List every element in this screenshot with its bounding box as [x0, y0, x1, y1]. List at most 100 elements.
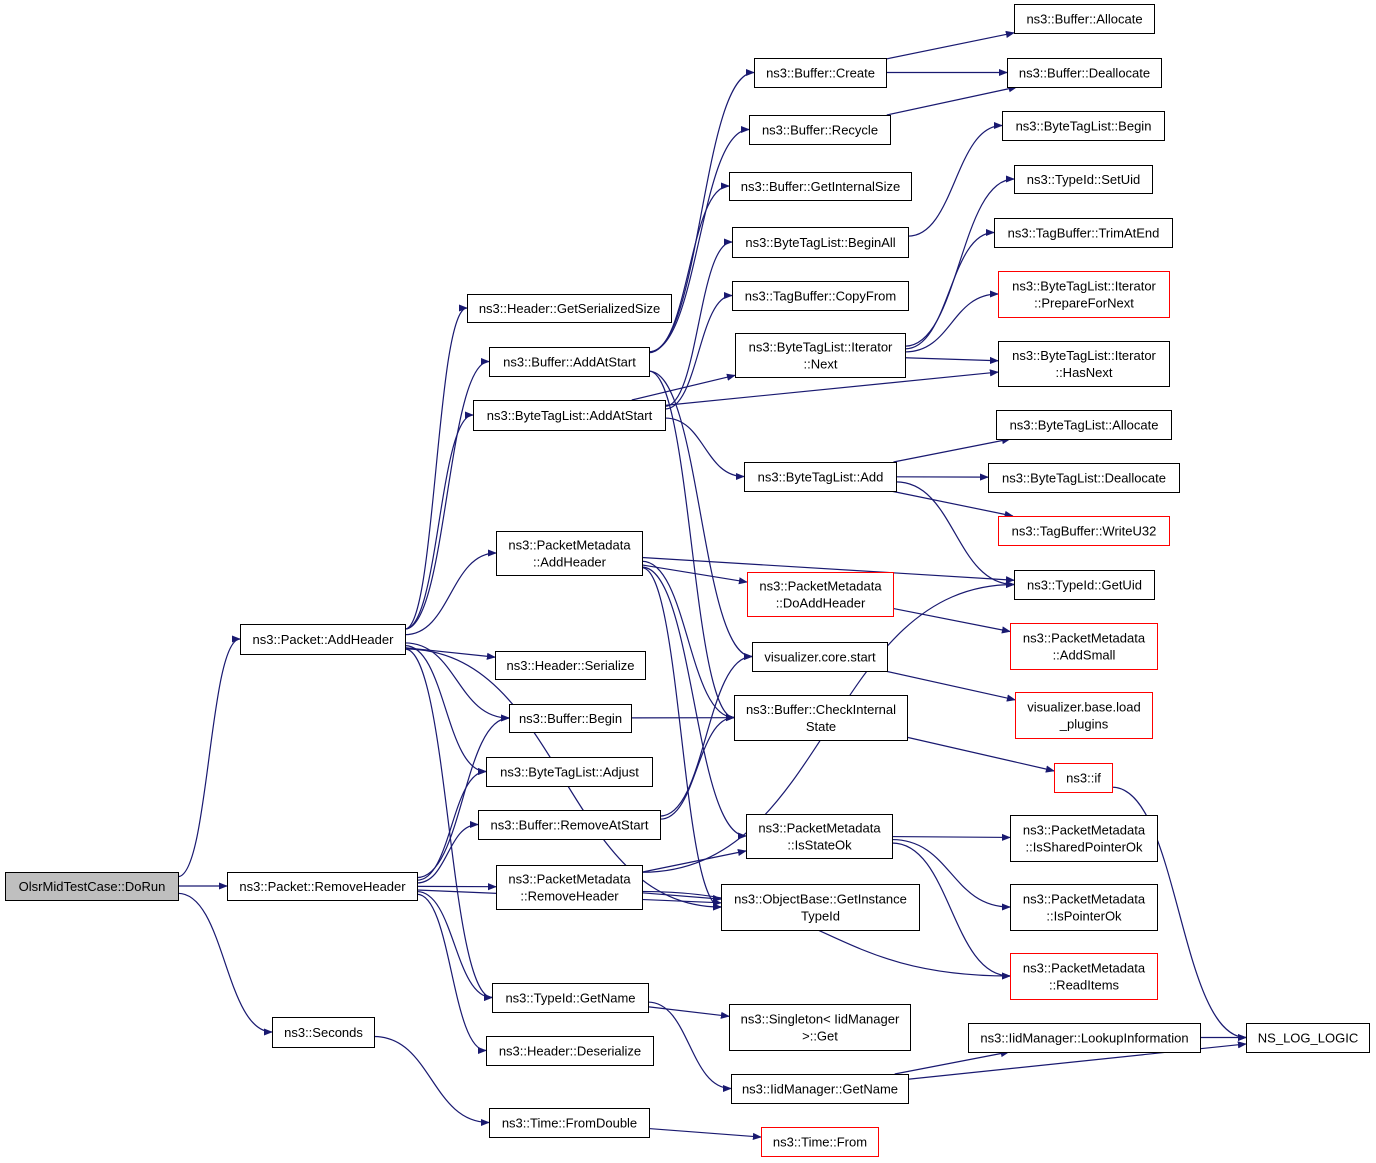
call-edge-pkt_removeheader-to-btl_adjust [416, 767, 487, 881]
node-box [227, 872, 418, 901]
function-node-buf-getinternalsize[interactable]: ns3::Buffer::GetInternalSize [729, 172, 912, 201]
node-box [489, 1108, 650, 1138]
call-edge-seconds-to-time_fromdouble [373, 1035, 490, 1127]
function-node-typeid-setuid[interactable]: ns3::TypeId::SetUid [1014, 165, 1153, 194]
function-node-pm-isstateok[interactable]: ns3::PacketMetadata::IsStateOk [746, 814, 893, 859]
function-node-buf-create[interactable]: ns3::Buffer::Create [754, 58, 887, 88]
function-node-buf-deallocate[interactable]: ns3::Buffer::Deallocate [1007, 58, 1162, 88]
call-edge-buf_addatstart-to-viz_core_start [648, 370, 753, 661]
call-edge-buf_removeatstart-to-buf_checkinternal [659, 713, 735, 820]
function-node-pm-addsmall[interactable]: ns3::PacketMetadata::AddSmall [1010, 623, 1158, 670]
call-edge-btl_it_next-to-tb_trimatend [904, 228, 995, 350]
function-node-btl-deallocate[interactable]: ns3::ByteTagList::Deallocate [988, 463, 1180, 493]
node-label: ns3::TypeId::GetUid [1027, 578, 1142, 593]
function-node-hdr-getsersize[interactable]: ns3::Header::GetSerializedSize [467, 294, 672, 323]
function-node-buf-recycle[interactable]: ns3::Buffer::Recycle [749, 115, 891, 145]
node-label: ::HasNext [1055, 365, 1112, 380]
node-label: ns3::ByteTagList::BeginAll [745, 235, 895, 250]
call-edge-btl_addatstart-to-btl_beginall [664, 238, 733, 407]
function-node-tb-writeu32[interactable]: ns3::TagBuffer::WriteU32 [998, 516, 1170, 546]
node-label: ns3::Buffer::RemoveAtStart [491, 818, 649, 833]
node-label: State [806, 719, 836, 734]
function-node-typeid-getname[interactable]: ns3::TypeId::GetName [492, 983, 649, 1013]
function-node-btl-it-hasnext[interactable]: ns3::ByteTagList::Iterator::HasNext [998, 341, 1170, 387]
function-node-hdr-deserialize[interactable]: ns3::Header::Deserialize [486, 1036, 654, 1066]
function-node-btl-adjust[interactable]: ns3::ByteTagList::Adjust [486, 757, 653, 787]
node-box [1007, 58, 1162, 88]
call-edge-viz_core_start-to-viz_base_load [884, 670, 1016, 702]
function-node-pkt-removeheader[interactable]: ns3::Packet::RemoveHeader [227, 872, 418, 901]
function-node-pm-doaddheader[interactable]: ns3::PacketMetadata::DoAddHeader [747, 572, 894, 617]
function-node-time-fromdouble[interactable]: ns3::Time::FromDouble [489, 1108, 650, 1138]
function-node-iid-lookupinfo[interactable]: ns3::IidManager::LookupInformation [968, 1023, 1201, 1053]
function-node-iid-getname[interactable]: ns3::IidManager::GetName [731, 1074, 909, 1104]
function-node-pm-addheader[interactable]: ns3::PacketMetadata::AddHeader [496, 531, 643, 576]
node-label: ::IsSharedPointerOk [1025, 840, 1143, 855]
call-edge-pm_doaddheader-to-pm_addsmall [892, 607, 1011, 634]
node-label: ns3::Time::From [773, 1135, 867, 1150]
function-node-tb-trimatend[interactable]: ns3::TagBuffer::TrimAtEnd [994, 218, 1173, 248]
function-node-btl-it-prepare[interactable]: ns3::ByteTagList::Iterator::PrepareForNe… [998, 271, 1170, 318]
call-edge-buf_addatstart-to-buf_checkinternal [648, 370, 735, 722]
node-label: ns3::PacketMetadata [1023, 631, 1146, 646]
function-node-pm-issharedptrok[interactable]: ns3::PacketMetadata::IsSharedPointerOk [1010, 815, 1158, 862]
function-node-btl-it-next[interactable]: ns3::ByteTagList::Iterator::Next [735, 333, 906, 378]
node-box [744, 462, 897, 492]
node-label: ::DoAddHeader [776, 596, 866, 611]
node-box [1002, 111, 1165, 141]
function-node-btl-beginall[interactable]: ns3::ByteTagList::BeginAll [732, 227, 909, 258]
function-node-btl-allocate[interactable]: ns3::ByteTagList::Allocate [996, 410, 1172, 440]
node-label: OlsrMidTestCase::DoRun [19, 879, 166, 894]
call-edge-dorun-to-pkt_addheader [177, 635, 241, 878]
call-edge-btl_beginall-to-btl_begin [907, 121, 1003, 237]
function-node-buf-removeatstart[interactable]: ns3::Buffer::RemoveAtStart [478, 810, 661, 840]
node-box [761, 1127, 879, 1157]
function-node-pm-ispointerok[interactable]: ns3::PacketMetadata::IsPointerOk [1010, 884, 1158, 931]
node-label: ns3::Header::Serialize [507, 658, 635, 673]
function-node-ns-log-logic[interactable]: NS_LOG_LOGIC [1246, 1023, 1370, 1053]
call-edge-btl_addatstart-to-tb_copyfrom [664, 291, 733, 410]
node-box [272, 1017, 375, 1048]
call-edge-pkt_removeheader-to-hdr_deserialize [416, 893, 487, 1055]
function-node-buf-allocate[interactable]: ns3::Buffer::Allocate [1014, 4, 1155, 34]
node-label: ns3::PacketMetadata [758, 821, 881, 836]
function-node-btl-begin[interactable]: ns3::ByteTagList::Begin [1002, 111, 1165, 141]
node-box [988, 463, 1180, 493]
function-node-btl-addatstart[interactable]: ns3::ByteTagList::AddAtStart [473, 400, 666, 431]
node-box [968, 1023, 1201, 1053]
node-box [486, 1036, 654, 1066]
function-node-seconds[interactable]: ns3::Seconds [272, 1017, 375, 1048]
node-box [489, 347, 650, 377]
node-label: ns3::Packet::RemoveHeader [239, 879, 406, 894]
node-label: ns3::TagBuffer::TrimAtEnd [1008, 226, 1160, 241]
function-node-tb-copyfrom[interactable]: ns3::TagBuffer::CopyFrom [732, 281, 909, 311]
function-node-singleton-get[interactable]: ns3::Singleton< IidManager>::Get [729, 1004, 911, 1051]
function-node-pm-removeheader[interactable]: ns3::PacketMetadata::RemoveHeader [496, 865, 643, 910]
function-node-buf-begin[interactable]: ns3::Buffer::Begin [509, 704, 632, 733]
function-node-viz-base-load[interactable]: visualizer.base.load_plugins [1015, 692, 1153, 739]
node-label: ::ReadItems [1049, 978, 1120, 993]
function-node-typeid-getuid[interactable]: ns3::TypeId::GetUid [1014, 570, 1155, 600]
function-node-ns3-if[interactable]: ns3::if [1054, 763, 1113, 793]
function-node-viz-core-start[interactable]: visualizer.core.start [752, 642, 888, 672]
node-box [732, 281, 909, 311]
function-node-hdr-serialize[interactable]: ns3::Header::Serialize [495, 651, 646, 680]
node-box [735, 333, 906, 378]
function-node-btl-add[interactable]: ns3::ByteTagList::Add [744, 462, 897, 492]
node-label: ns3::Buffer::GetInternalSize [741, 179, 900, 194]
function-node-time-from[interactable]: ns3::Time::From [761, 1127, 879, 1157]
node-box [509, 704, 632, 733]
function-node-buf-addatstart[interactable]: ns3::Buffer::AddAtStart [489, 347, 650, 377]
node-label: ::IsStateOk [787, 838, 852, 853]
node-label: visualizer.base.load [1027, 700, 1140, 715]
function-node-pm-readitems[interactable]: ns3::PacketMetadata::ReadItems [1010, 953, 1158, 1000]
call-edge-btl_add-to-typeid_getuid [895, 481, 1015, 589]
function-node-pkt-addheader[interactable]: ns3::Packet::AddHeader [240, 624, 406, 655]
node-label: ns3::ByteTagList::Allocate [1010, 418, 1159, 433]
node-label: ::RemoveHeader [520, 889, 619, 904]
call-edge-typeid_getname-to-iid_getname [647, 1001, 732, 1093]
call-edge-time_fromdouble-to-time_from [648, 1127, 762, 1141]
